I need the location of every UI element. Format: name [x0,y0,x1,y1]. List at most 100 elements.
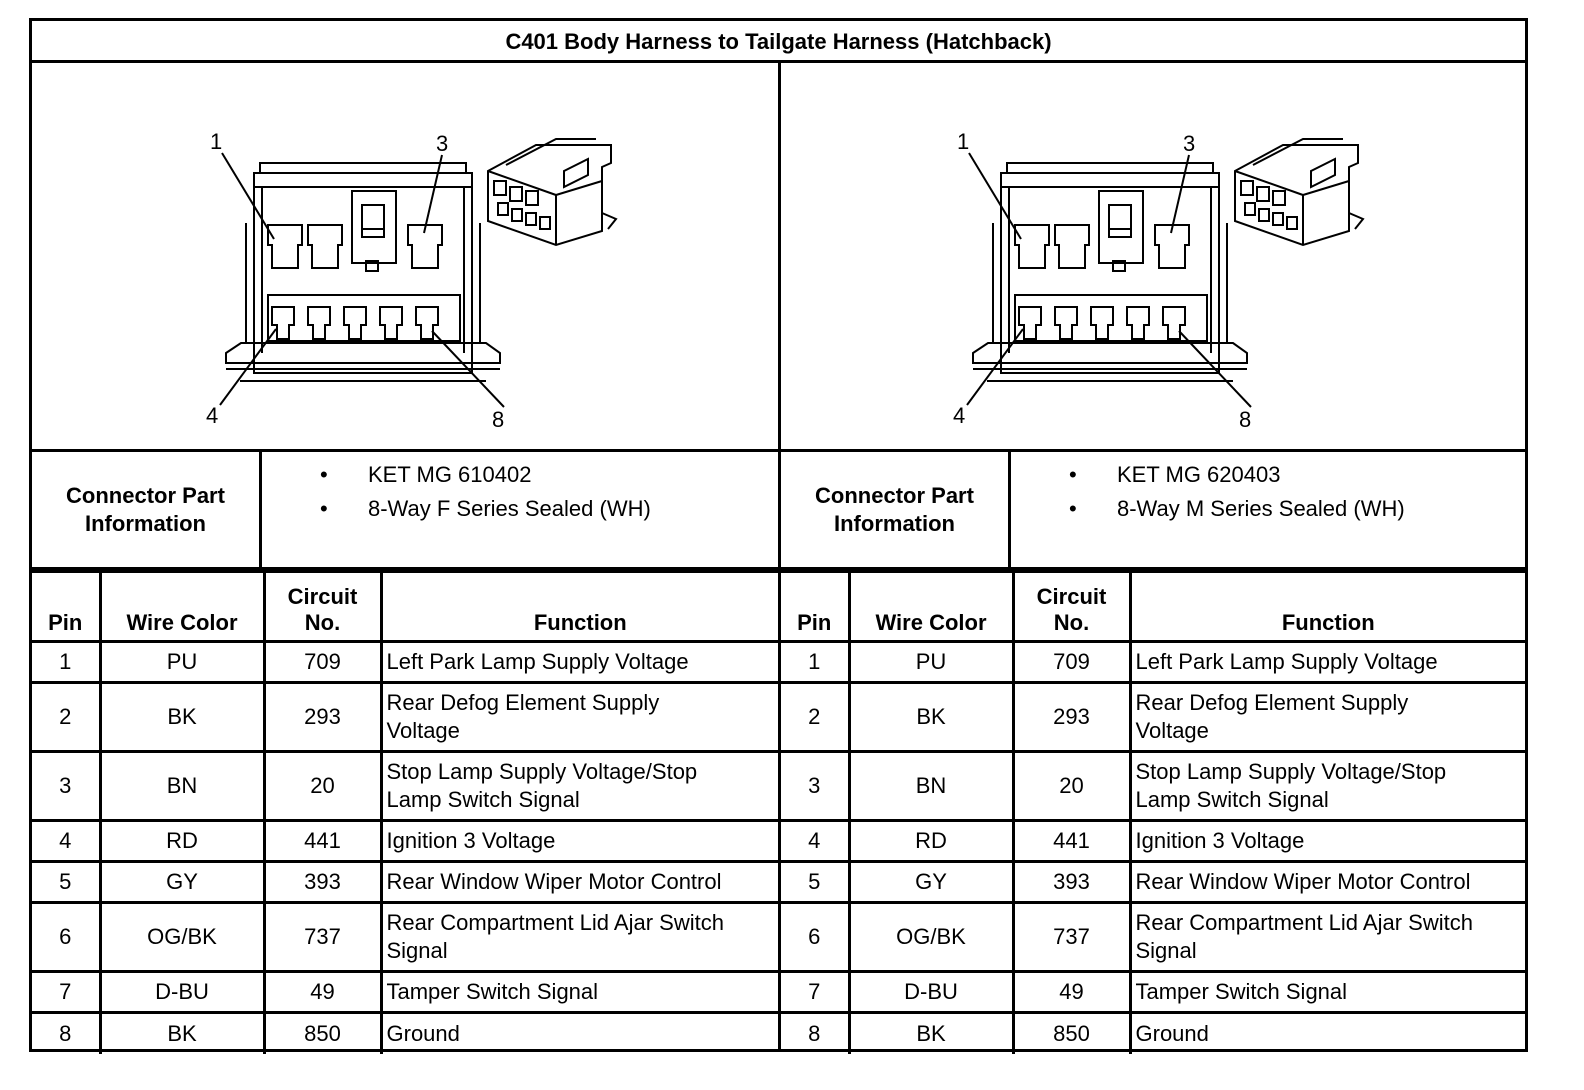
header-function: Function [379,570,778,643]
wire-color: PU [98,640,266,684]
header-pin: Pin [781,570,851,643]
sheet-title: C401 Body Harness to Tailgate Harness (H… [32,21,1525,63]
pin-number: 7 [781,970,851,1014]
part-info-list: •KET MG 610402 •8-Way F Series Sealed (W… [263,458,778,526]
connector-panel-left: 1 3 4 8 Connector Part Information •KET … [32,63,781,1054]
connector-part-info-label: Connector Part Information [781,452,1011,567]
pin-number: 7 [32,970,102,1014]
connector-part-info: Connector Part Information •KET MG 62040… [781,452,1525,570]
function-text: Rear Window Wiper Motor Control [379,860,778,904]
circuit-number: 393 [1011,860,1132,904]
wire-color: BK [847,681,1015,753]
circuit-number: 850 [262,1011,383,1054]
connector-part-info: Connector Part Information •KET MG 61040… [32,452,778,570]
pin-number: 5 [32,860,102,904]
part-info-item: •8-Way F Series Sealed (WH) [263,492,778,526]
wire-color: BN [847,750,1015,822]
wire-color: BK [847,1011,1015,1054]
part-info-list: •KET MG 620403 •8-Way M Series Sealed (W… [1012,458,1525,526]
function-text: Rear Window Wiper Motor Control [1128,860,1525,904]
circuit-number: 20 [1011,750,1132,822]
pin-number: 3 [781,750,851,822]
wire-color: OG/BK [98,901,266,973]
connector-panel-right: 1 3 4 8 Connector Part Information •KET … [781,63,1525,1054]
connector-diagram-left: 1 3 4 8 [32,63,778,452]
wire-color: GY [98,860,266,904]
circuit-number: 709 [1011,640,1132,684]
pin-callout-4: 4 [206,403,218,428]
circuit-number: 49 [1011,970,1132,1014]
function-text: Ground [1128,1011,1525,1054]
connector-diagram-right: 1 3 4 8 [781,63,1525,452]
pin-number: 1 [781,640,851,684]
pin-number: 2 [781,681,851,753]
pin-callout-3: 3 [1183,131,1195,156]
header-wire-color: Wire Color [847,570,1015,643]
pin-number: 4 [32,819,102,863]
wire-color: BK [98,681,266,753]
wire-color: BN [98,750,266,822]
circuit-number: 709 [262,640,383,684]
bullet-icon: • [1069,462,1077,487]
pin-number: 4 [781,819,851,863]
wire-color: OG/BK [847,901,1015,973]
function-text: Ignition 3 Voltage [1128,819,1525,863]
function-text: Tamper Switch Signal [1128,970,1525,1014]
wire-color: D-BU [847,970,1015,1014]
part-info-item: •8-Way M Series Sealed (WH) [1012,492,1525,526]
circuit-number: 293 [1011,681,1132,753]
connector-sheet: C401 Body Harness to Tailgate Harness (H… [29,18,1528,1054]
pin-number: 8 [32,1011,102,1054]
header-pin: Pin [32,570,102,643]
part-info-item: •KET MG 610402 [263,458,778,492]
info-label-line2: Information [85,510,206,536]
wire-color: PU [847,640,1015,684]
wire-color: RD [847,819,1015,863]
pin-number: 8 [781,1011,851,1054]
bullet-icon: • [320,496,328,521]
pin-number: 6 [32,901,102,973]
function-text: Left Park Lamp Supply Voltage [379,640,778,684]
pin-number: 6 [781,901,851,973]
bullet-icon: • [1069,496,1077,521]
circuit-number: 737 [1011,901,1132,973]
header-wire-color: Wire Color [98,570,266,643]
info-label-line1: Connector Part [66,482,225,508]
header-function: Function [1128,570,1525,643]
circuit-number: 20 [262,750,383,822]
circuit-number: 393 [262,860,383,904]
circuit-number: 49 [262,970,383,1014]
circuit-number: 850 [1011,1011,1132,1054]
pin-callout-3: 3 [436,131,448,156]
info-label-line2: Information [834,510,955,536]
circuit-number: 737 [262,901,383,973]
pin-number: 5 [781,860,851,904]
pin-number: 1 [32,640,102,684]
bullet-icon: • [320,462,328,487]
info-label-line1: Connector Part [815,482,974,508]
pin-number: 2 [32,681,102,753]
function-text: Left Park Lamp Supply Voltage [1128,640,1525,684]
function-text: Tamper Switch Signal [379,970,778,1014]
circuit-number: 441 [262,819,383,863]
pin-callout-1: 1 [210,129,222,154]
